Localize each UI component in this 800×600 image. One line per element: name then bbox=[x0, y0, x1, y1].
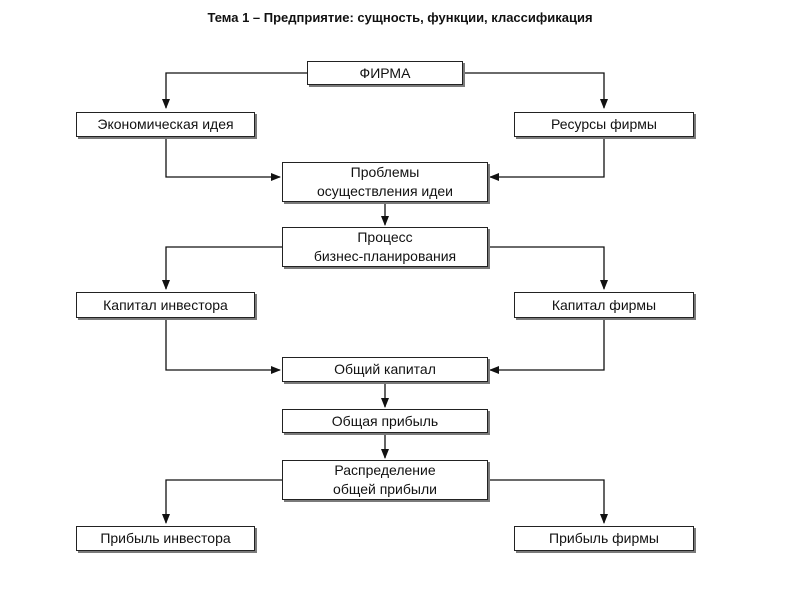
page-title: Тема 1 – Предприятие: сущность, функции,… bbox=[207, 10, 593, 25]
node-economic-idea: Экономическая идея bbox=[76, 112, 255, 137]
node-total-profit: Общая прибыль bbox=[282, 409, 488, 433]
node-firm-profit: Прибыль фирмы bbox=[514, 526, 694, 551]
node-firm-capital: Капитал фирмы bbox=[514, 292, 694, 318]
node-firm-resources: Ресурсы фирмы bbox=[514, 112, 694, 137]
arrow-planning-to-firm-capital bbox=[488, 246, 608, 290]
node-firm: ФИРМА bbox=[307, 61, 463, 85]
arrow-firm-capital-to-total bbox=[489, 318, 605, 374]
node-business-planning: Процесс бизнес-планирования bbox=[282, 227, 488, 267]
arrow-distribution-to-firm-profit bbox=[488, 479, 608, 524]
node-total-capital: Общий капитал bbox=[282, 357, 488, 382]
arrow-resources-to-problems bbox=[489, 137, 605, 181]
node-profit-distribution: Распределение общей прибыли bbox=[282, 460, 488, 500]
arrow-investor-capital-to-total bbox=[165, 318, 281, 374]
node-investor-profit: Прибыль инвестора bbox=[76, 526, 255, 551]
arrow-planning-to-investor-capital bbox=[162, 246, 282, 290]
node-investor-capital: Капитал инвестора bbox=[76, 292, 255, 318]
arrow-economic-idea-to-problems bbox=[165, 137, 281, 181]
arrow-firm-to-economic-idea bbox=[162, 72, 307, 109]
arrow-firm-to-resources bbox=[463, 72, 608, 109]
node-implementation-problems: Проблемы осуществления идеи bbox=[282, 162, 488, 202]
arrow-distribution-to-investor-profit bbox=[162, 479, 282, 524]
